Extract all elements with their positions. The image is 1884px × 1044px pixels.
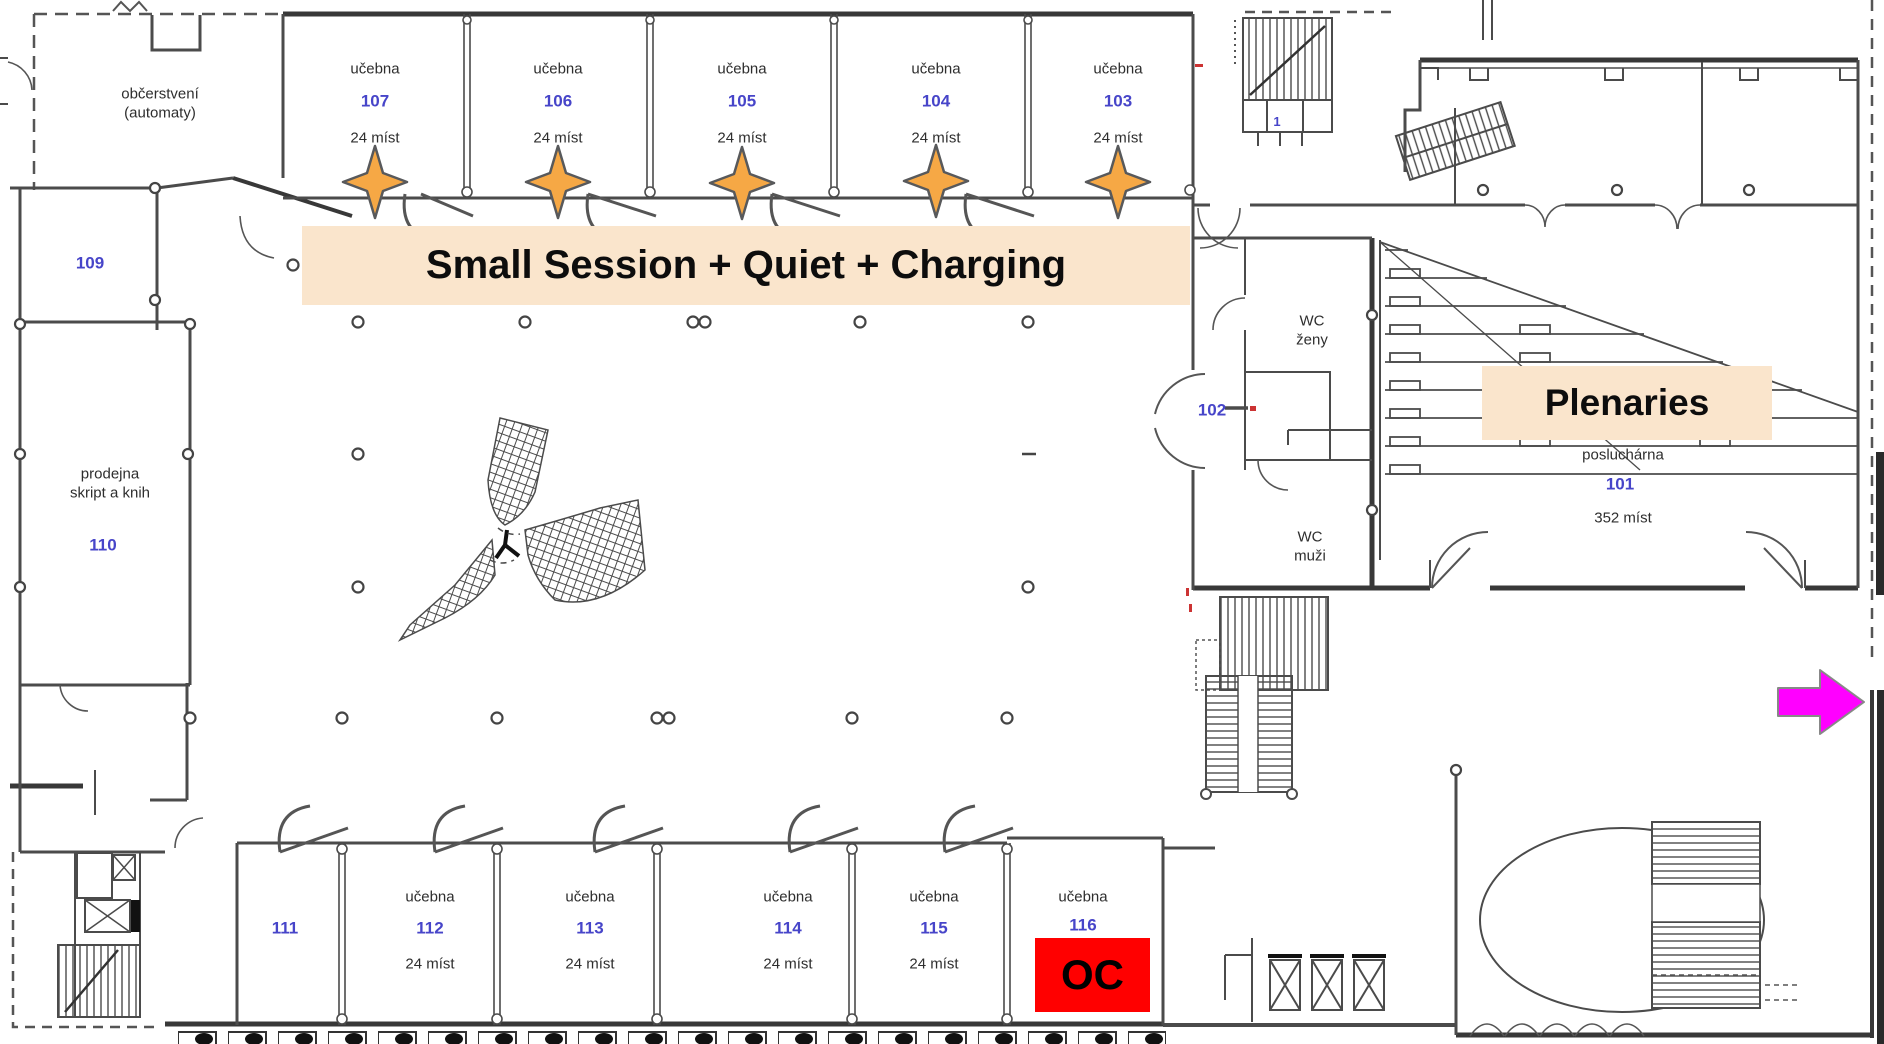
classroom-label: učebna	[911, 60, 961, 78]
classroom-label: učebna	[909, 888, 959, 906]
stair-level-label: 1	[1273, 113, 1281, 129]
room-capacity: 24 míst	[717, 129, 767, 147]
room-number: 116	[1069, 915, 1097, 935]
bookstore-label: prodejna skript a knih	[69, 465, 151, 501]
room-number: 107	[360, 91, 390, 111]
room-number: 112	[416, 918, 444, 938]
outer-boundary	[11, 0, 1874, 1029]
room-number-111: 111	[271, 918, 299, 938]
room-number-109: 109	[75, 253, 105, 273]
room-capacity: 24 míst	[763, 955, 813, 973]
oc-banner: OC	[1035, 938, 1150, 1012]
wc-women-label: WC ženy	[1296, 312, 1328, 348]
walls	[0, 0, 1860, 1035]
columns	[13, 181, 1756, 777]
room-capacity: 24 míst	[405, 955, 455, 973]
right-edge	[1876, 452, 1884, 1044]
arrow-icon	[1777, 669, 1865, 735]
room-number: 106	[543, 91, 573, 111]
door-arcs	[7, 61, 1803, 1037]
room-number: 115	[920, 918, 948, 938]
diagonal-staircase	[1394, 100, 1516, 182]
lecture-hall-label: posluchárna	[1582, 446, 1664, 464]
star-icons	[341, 143, 1152, 221]
classroom-label: učebna	[533, 60, 583, 78]
oval-staircase	[1479, 821, 1800, 1013]
room-capacity: 24 míst	[911, 129, 961, 147]
classroom-label: učebna	[717, 60, 767, 78]
room-number-102: 102	[1197, 400, 1227, 420]
red-marks	[1186, 64, 1256, 612]
classroom-label: učebna	[1058, 888, 1108, 906]
plenaries-banner: Plenaries	[1482, 366, 1772, 440]
classroom-label: učebna	[565, 888, 615, 906]
room-number-101: 101	[1605, 474, 1635, 494]
room-capacity: 24 míst	[1093, 129, 1143, 147]
classroom-label: učebna	[763, 888, 813, 906]
classroom-label: učebna	[350, 60, 400, 78]
star-icon	[708, 145, 776, 221]
room-number: 113	[576, 918, 604, 938]
room-number-110: 110	[89, 535, 117, 555]
lobby-staircase	[1200, 675, 1298, 800]
refreshments-label: občerstvení (automaty)	[121, 85, 199, 121]
central-sculpture	[397, 417, 646, 642]
room-number: 104	[921, 91, 951, 111]
room-divider-walls-top	[461, 14, 1196, 198]
room-number: 105	[727, 91, 757, 111]
room-capacity: 24 míst	[565, 955, 615, 973]
star-icon	[1084, 144, 1152, 220]
star-icon	[902, 143, 970, 219]
classroom-label: učebna	[1093, 60, 1143, 78]
room-number: 114	[774, 918, 802, 938]
elevator-shafts	[1268, 954, 1386, 1011]
lecture-hall-capacity: 352 míst	[1594, 509, 1652, 527]
star-icon	[341, 144, 409, 220]
wc-men-label: WC muži	[1294, 528, 1326, 564]
walls-thick	[10, 11, 1874, 1038]
wall-teeth	[1420, 67, 1858, 81]
star-icon	[524, 144, 592, 220]
room-divider-walls-bottom	[336, 843, 1013, 1025]
bottom-left-staircase	[57, 852, 141, 1018]
room-number: 103	[1103, 91, 1133, 111]
room-capacity: 24 míst	[533, 129, 583, 147]
small-session-banner: Small Session + Quiet + Charging	[302, 226, 1190, 305]
entrance-staircase	[1234, 17, 1333, 146]
classroom-label: učebna	[405, 888, 455, 906]
tables-row	[178, 1030, 1166, 1044]
room-capacity: 24 míst	[350, 129, 400, 147]
room-capacity: 24 míst	[909, 955, 959, 973]
